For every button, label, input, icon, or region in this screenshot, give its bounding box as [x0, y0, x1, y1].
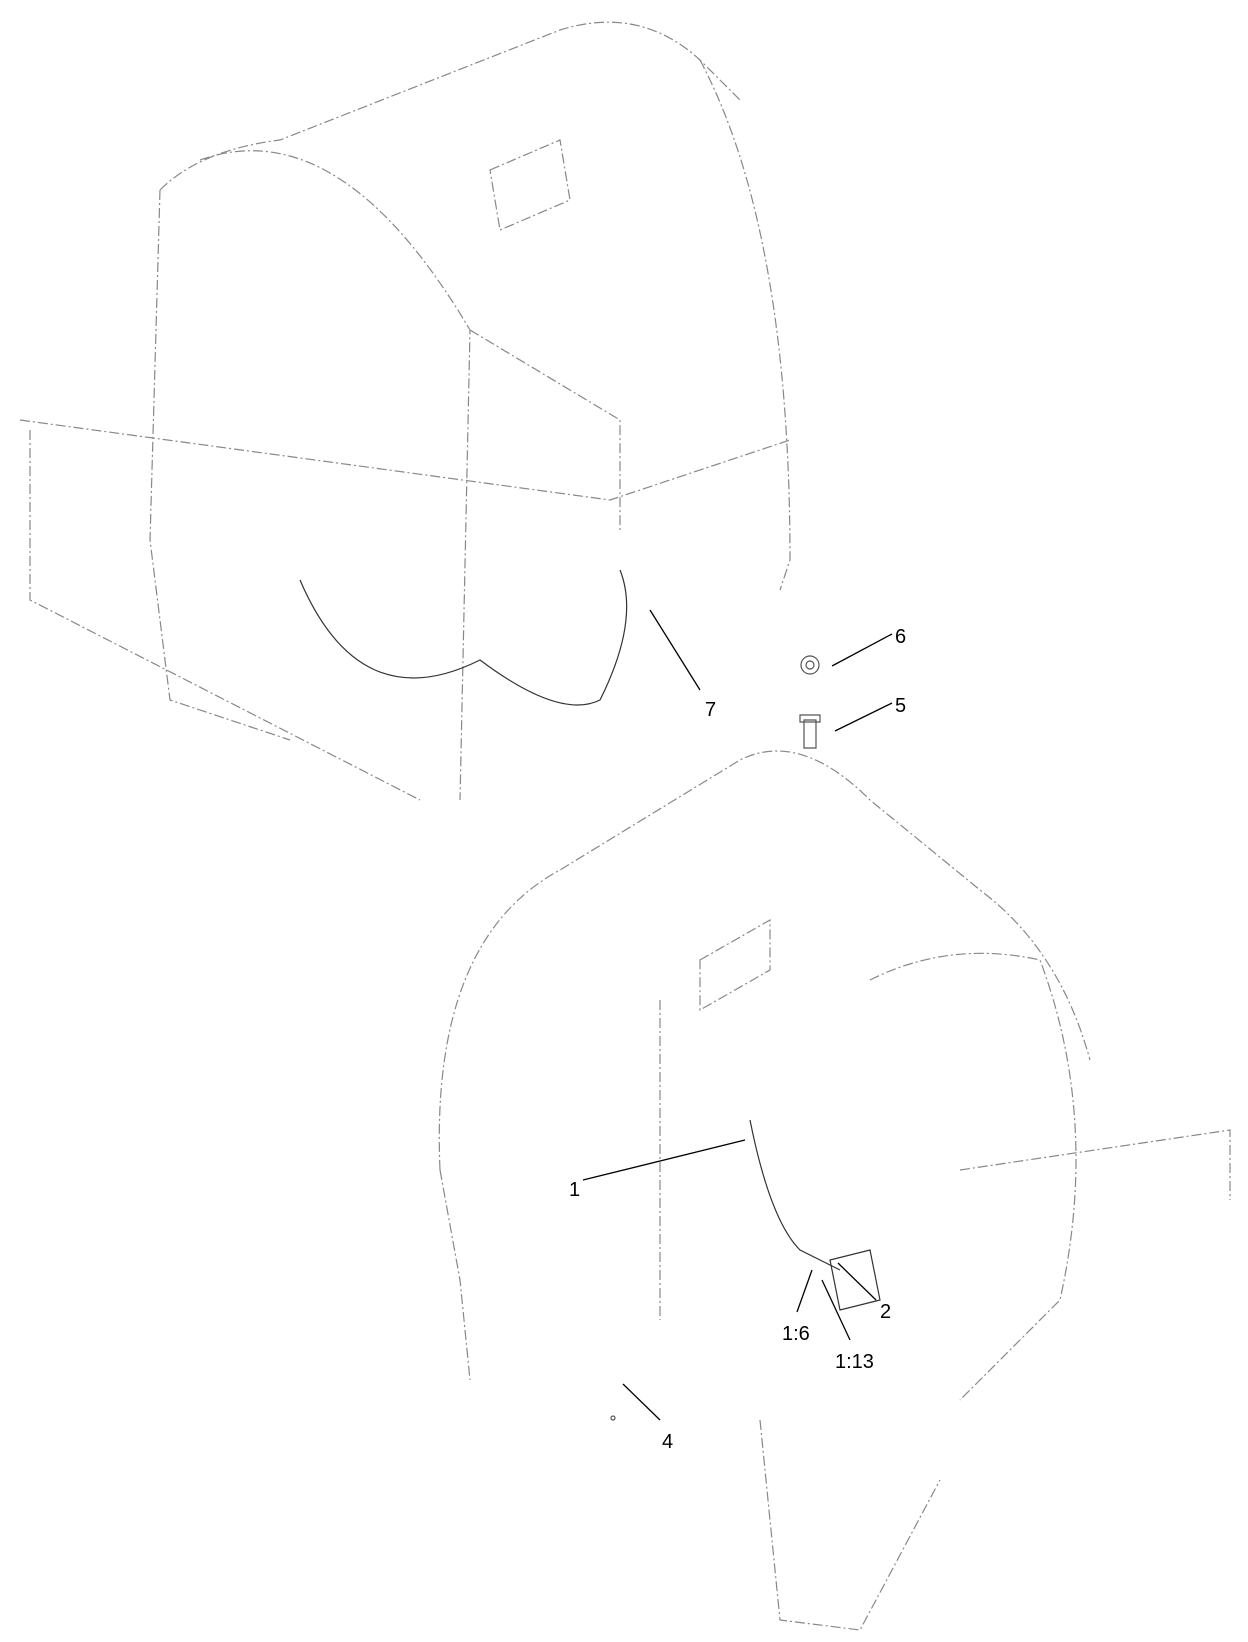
lower-frame-assembly: [438, 750, 1231, 1631]
upper-frame-assembly: [19, 21, 791, 801]
callout-4: 4: [662, 1431, 674, 1453]
hardware: [610, 655, 821, 1421]
callout-7: 7: [705, 699, 717, 721]
callout-5: 5: [895, 695, 907, 717]
callout-1: 1: [569, 1179, 581, 1201]
callout-1-13: 1:13: [835, 1351, 874, 1373]
callout-1-6: 1:6: [782, 1323, 810, 1345]
callout-6: 6: [895, 626, 907, 648]
wiring-harness: [299, 569, 881, 1311]
callout-2: 2: [880, 1301, 892, 1323]
leader-lines: [582, 609, 893, 1421]
